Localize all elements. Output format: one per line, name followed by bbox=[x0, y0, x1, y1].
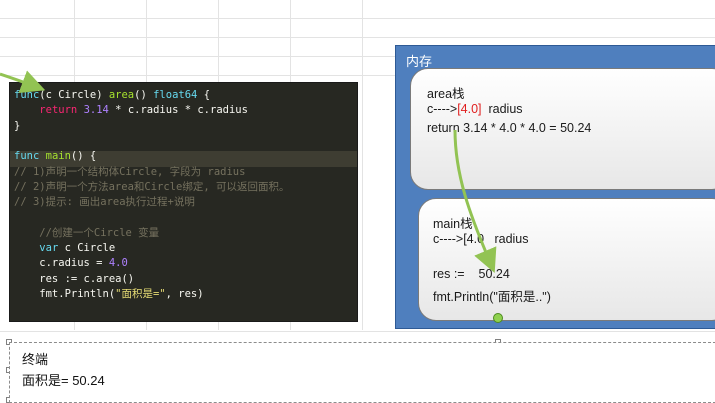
code-token: 3.14 bbox=[83, 104, 109, 117]
code-line: c.radius = 4.0 bbox=[14, 255, 128, 271]
code-line: func main() { bbox=[14, 148, 96, 164]
code-token: c.radius = bbox=[14, 257, 109, 270]
code-token: var bbox=[39, 242, 59, 254]
area-stack-line2: return 3.14 * 4.0 * 4.0 = 50.24 bbox=[427, 121, 592, 135]
rotate-handle[interactable] bbox=[493, 313, 503, 323]
area-stack-frame: area栈 c---->[4.0] radius return 3.14 * 4… bbox=[410, 68, 715, 190]
area-stack-line1: c---->[4.0] radius bbox=[427, 102, 523, 116]
terminal-output: 面积是= 50.24 bbox=[22, 373, 105, 388]
terminal-title: 终端 bbox=[22, 352, 49, 367]
code-token: fmt.Println( bbox=[14, 287, 116, 300]
code-token: area bbox=[108, 89, 135, 101]
grid-row-line bbox=[0, 331, 715, 332]
code-token: (c Circle) bbox=[39, 89, 109, 101]
code-token: () { bbox=[70, 150, 97, 163]
code-token: } bbox=[14, 119, 21, 132]
code-token: () bbox=[134, 89, 154, 101]
code-token: return bbox=[39, 104, 78, 117]
code-line: fmt.Println("面积是=", res) bbox=[14, 286, 204, 302]
code-token: { bbox=[197, 89, 211, 101]
code-line: var c Circle bbox=[14, 240, 115, 256]
code-line: // 3)提示: 画出area执行过程+说明 bbox=[14, 194, 195, 210]
main-stack-title: main栈 bbox=[433, 217, 473, 231]
area-pointer-value: [4.0] bbox=[457, 102, 482, 116]
code-token: main bbox=[45, 150, 71, 163]
code-token: 4.0 bbox=[108, 257, 128, 270]
code-token: // 3)提示: 画出area执行过程+说明 bbox=[14, 196, 195, 209]
code-token: //创建一个Circle 变量 bbox=[14, 226, 160, 239]
grid-row-line bbox=[0, 75, 715, 76]
code-line: return 3.14 * c.radius * c.radius bbox=[14, 102, 248, 118]
code-token: float64 bbox=[153, 89, 198, 101]
main-stack-line3: fmt.Println("面积是..") bbox=[433, 290, 551, 304]
main-stack-frame: main栈 c---->[4.0 radius res := 50.24 fmt… bbox=[418, 198, 715, 321]
code-line: // 2)声明一个方法area和Circle绑定, 可以返回面积。 bbox=[14, 179, 289, 195]
code-token: , res) bbox=[165, 287, 204, 300]
main-stack-line1: c---->[4.0 radius bbox=[433, 232, 529, 246]
code-token: // 1)声明一个结构体Circle, 字段为 radius bbox=[14, 165, 246, 178]
grid-col-line bbox=[362, 0, 363, 330]
code-line: res := c.area() bbox=[14, 271, 134, 287]
return-arrow bbox=[453, 129, 497, 274]
memory-title: 内存 bbox=[406, 54, 433, 69]
area-pointer-prefix: c----> bbox=[427, 102, 458, 116]
code-token: // 2)声明一个方法area和Circle绑定, 可以返回面积。 bbox=[14, 180, 290, 193]
area-pointer-suffix: radius bbox=[481, 102, 523, 116]
grid-row-line bbox=[0, 18, 715, 19]
code-line: //创建一个Circle 变量 bbox=[14, 225, 159, 241]
grid-row-line bbox=[0, 56, 715, 57]
code-line: // 1)声明一个结构体Circle, 字段为 radius bbox=[14, 164, 245, 180]
code-token: * c.radius * c.radius bbox=[108, 104, 248, 117]
code-line: } bbox=[14, 118, 20, 134]
terminal-box[interactable]: 终端 面积是= 50.24 bbox=[9, 342, 715, 403]
entry-arrow bbox=[0, 70, 46, 94]
current-line-highlight bbox=[10, 151, 357, 167]
memory-box: 内存 area栈 c---->[4.0] radius return 3.14 … bbox=[395, 45, 715, 329]
grid-row-line bbox=[0, 37, 715, 38]
code-token: res := c.area() bbox=[14, 272, 135, 285]
code-token: c Circle bbox=[58, 242, 116, 254]
code-token: func bbox=[14, 150, 40, 163]
code-editor-panel: func (c Circle) area() float64 { return 3… bbox=[9, 82, 358, 322]
code-token: "面积是=" bbox=[115, 287, 166, 300]
area-stack-title: area栈 bbox=[427, 87, 465, 101]
